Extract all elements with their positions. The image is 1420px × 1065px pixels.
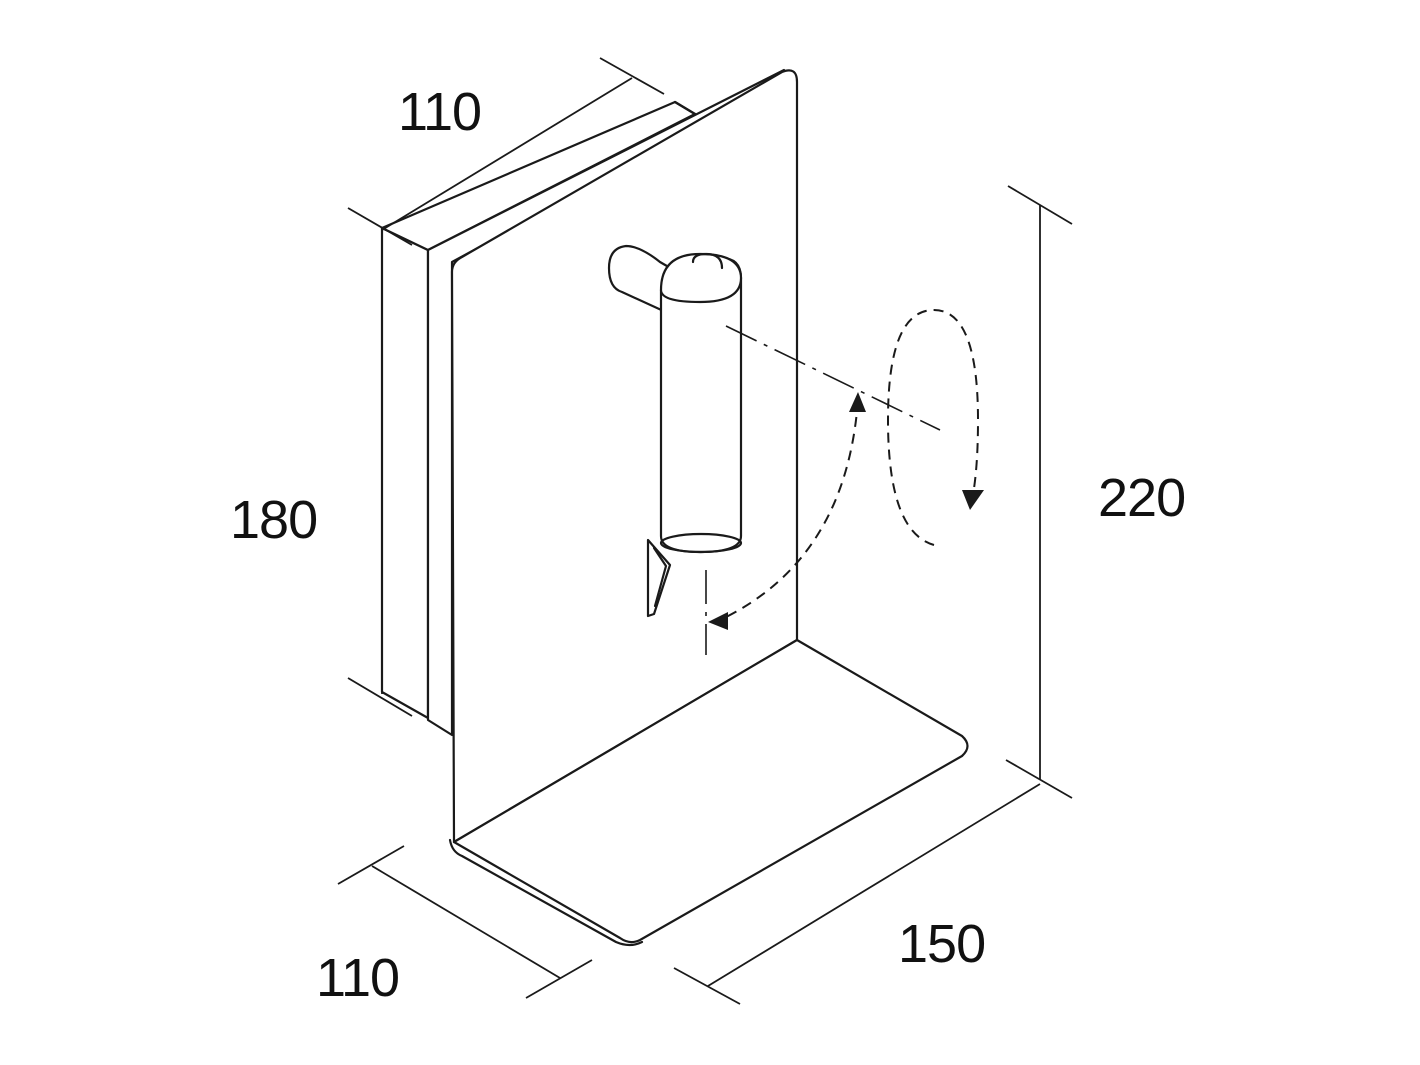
dim-label-back-height: 180	[230, 490, 317, 550]
dim-label-depth-top: 110	[398, 82, 481, 142]
dim-label-width: 150	[898, 914, 985, 974]
rotation-arrow	[886, 308, 984, 546]
dim-depth-bottom	[337, 845, 593, 999]
dim-total-height	[1005, 185, 1073, 799]
back-plate-edge	[426, 68, 792, 737]
dim-width	[673, 783, 1041, 1005]
dim-label-total-height: 220	[1098, 468, 1185, 528]
tilt-arrow	[708, 392, 866, 630]
dim-depth-top	[347, 57, 665, 246]
dim-label-depth-bottom: 110	[316, 948, 399, 1008]
switch-tab	[646, 538, 672, 618]
lamp-axis	[725, 325, 941, 431]
dim-back-height	[347, 228, 413, 717]
bottom-shelf	[448, 638, 969, 947]
lamp-arm	[607, 244, 743, 554]
